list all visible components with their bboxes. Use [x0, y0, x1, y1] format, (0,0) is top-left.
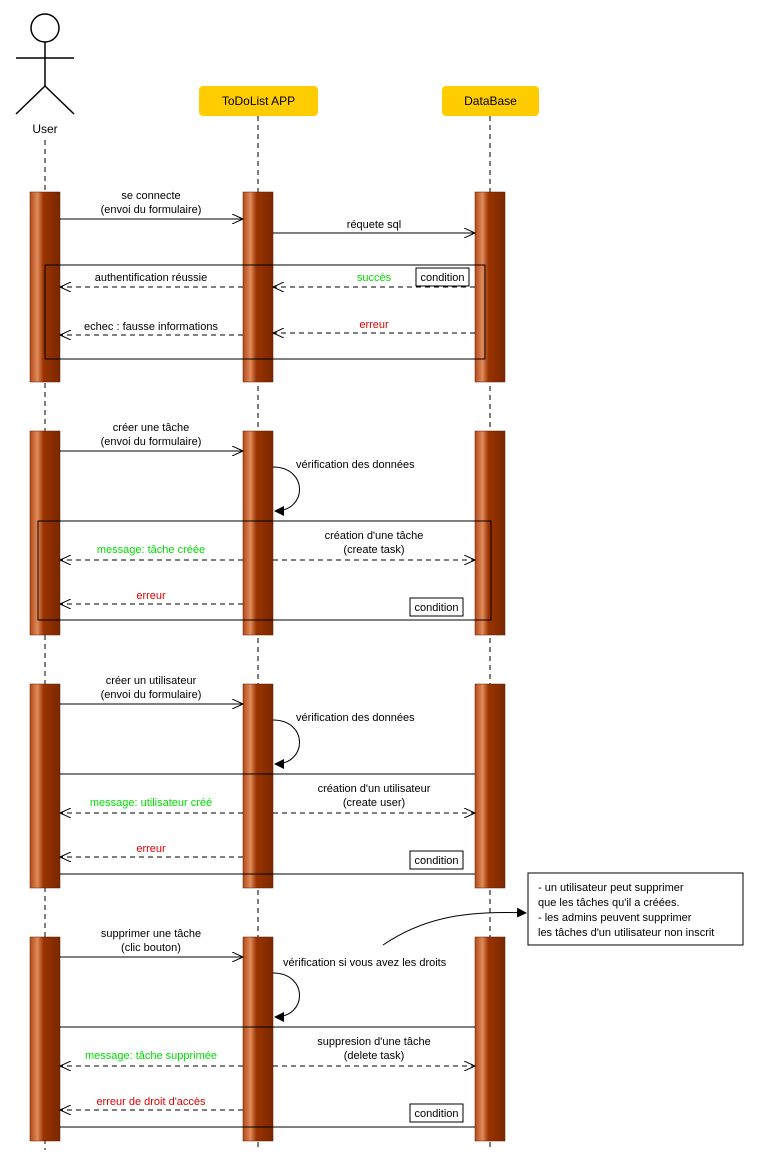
note-connector-arrow: [382, 907, 527, 946]
msg-success-label-1: succès: [357, 272, 392, 284]
msg-delete-error-label: erreur de droit d'accès: [96, 1096, 206, 1108]
activation-app-3: [242, 683, 274, 889]
msg-connect-label-1: se connecte: [121, 190, 180, 202]
db-participant-label: DataBase: [464, 94, 517, 108]
condition-tag-1-label: condition: [420, 272, 464, 284]
user-actor-icon: [15, 13, 75, 115]
msg-auth-ok-label: authentification réussie: [95, 272, 208, 284]
msg-fail-label: echec : fausse informations: [84, 321, 218, 333]
condition-tag-2: [409, 597, 464, 617]
app-participant: ToDoList APP: [199, 86, 318, 116]
note-line-1: - un utilisateur peut supprimer: [538, 882, 684, 894]
msg-error-label-1: erreur: [359, 319, 389, 331]
msg-db-delete-label-2: (delete task): [344, 1050, 405, 1062]
condition-tag-4: [409, 1103, 464, 1123]
msg-db-task-label-2: (create task): [343, 544, 404, 556]
condition-tag-3-label: condition: [414, 855, 458, 867]
condition-tag-4-label: condition: [414, 1108, 458, 1120]
msg-delete-label-1: supprimer une tâche: [101, 928, 201, 940]
activation-bars: [29, 191, 506, 1142]
app-participant-label: ToDoList APP: [222, 94, 295, 108]
msg-sql-label: réquete sql: [347, 219, 401, 231]
condition-tag-3: [409, 850, 464, 870]
activation-db-2: [474, 430, 506, 636]
activation-app-1: [242, 191, 274, 383]
msg-create-task-label-2: (envoi du formulaire): [101, 436, 202, 448]
msg-user-success-label: message: utilisateur créé: [90, 797, 212, 809]
msg-create-user-label-2: (envoi du formulaire): [101, 689, 202, 701]
msg-db-delete-label-1: suppresion d'une tâche: [317, 1036, 430, 1048]
msg-create-user-label-1: créer un utilisateur: [106, 675, 197, 687]
msg-create-task-label-1: créer une tâche: [113, 422, 189, 434]
msg-delete-success-label: message: tâche supprimée: [85, 1050, 217, 1062]
msg-connect-label-2: (envoi du formulaire): [101, 204, 202, 216]
condition-frame-2: [37, 520, 492, 621]
db-participant: DataBase: [442, 86, 539, 116]
activation-app-2: [242, 430, 274, 636]
msg-task-success-label: message: tâche créée: [97, 544, 205, 556]
user-label: User: [32, 122, 57, 136]
msg-user-error-label: erreur: [136, 843, 166, 855]
note-box: [527, 872, 744, 946]
msg-delete-label-2: (clic bouton): [121, 942, 181, 954]
activation-user-3: [29, 683, 61, 889]
condition-tag-2-label: condition: [414, 602, 458, 614]
msg-task-error-label: erreur: [136, 590, 166, 602]
msg-verify-label-4: vérification si vous avez les droits: [283, 957, 447, 969]
activation-db-4: [474, 936, 506, 1142]
self-call-arrow-2: [272, 466, 300, 516]
msg-db-user-label-1: création d'un utilisateur: [318, 783, 431, 795]
msg-db-task-label-1: création d'une tâche: [325, 530, 424, 542]
activation-app-4: [242, 936, 274, 1142]
msg-verify-label-3: vérification des données: [296, 712, 415, 724]
note-line-4: les tâches d'un utilisateur non inscrit: [538, 927, 714, 939]
self-call-arrow-4: [272, 972, 300, 1022]
note-line-2: que les tâches qu'il a créées.: [538, 897, 680, 909]
condition-frame-1: [44, 264, 486, 360]
activation-user-2: [29, 430, 61, 636]
activation-user-4: [29, 936, 61, 1142]
note-line-3: - les admins peuvent supprimer: [538, 912, 692, 924]
self-call-arrow-3: [272, 719, 300, 769]
msg-verify-label-2: vérification des données: [296, 459, 415, 471]
activation-db-1: [474, 191, 506, 383]
condition-tag-1: [415, 267, 470, 287]
activation-db-3: [474, 683, 506, 889]
msg-db-user-label-2: (create user): [343, 797, 405, 809]
